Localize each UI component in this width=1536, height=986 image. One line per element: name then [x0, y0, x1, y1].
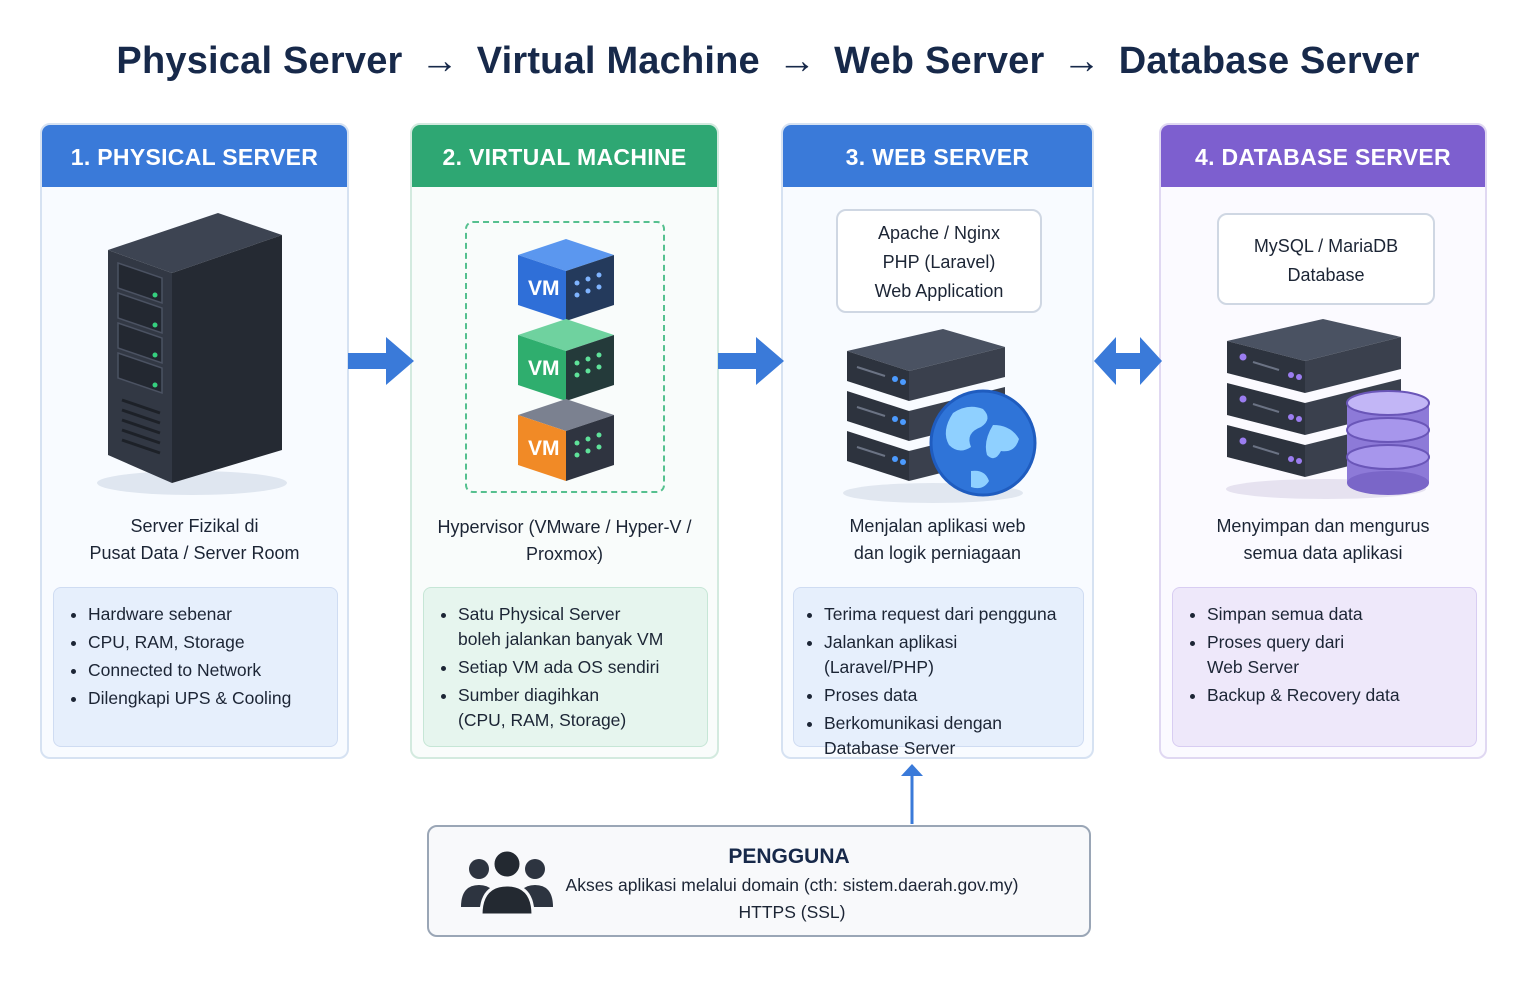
- page-title: Physical Server → Virtual Machine → Web Serv…: [0, 40, 1536, 83]
- caption-line: Hypervisor (VMware / Hyper-V /: [437, 517, 692, 537]
- arrow-up-icon: [901, 764, 923, 824]
- database-server-icon: [1226, 319, 1430, 499]
- arrow-right-icon: [718, 337, 784, 385]
- panel-physical-server: 1. PHYSICAL SERVER Server Fizikal di Pus…: [40, 123, 349, 759]
- panel-caption: Server Fizikal di Pusat Data / Server Ro…: [42, 513, 347, 567]
- caption-line: Menjalan aplikasi web: [849, 516, 1026, 536]
- list-item: Setiap VM ada OS sendiri: [458, 655, 695, 680]
- list-item: Connected to Network: [88, 658, 325, 683]
- list-item: Terima request dari pengguna: [824, 602, 1071, 627]
- tag-line: PHP (Laravel): [882, 252, 996, 272]
- panel-database-server: 4. DATABASE SERVER MySQL / MariaDB Datab…: [1159, 123, 1487, 759]
- user-box: PENGGUNA Akses aplikasi melalui domain (…: [427, 825, 1091, 937]
- bullet-box: Hardware sebenar CPU, RAM, Storage Conne…: [53, 587, 338, 747]
- panel-caption: Menjalan aplikasi web dan logik perniaga…: [783, 513, 1092, 567]
- user-title: PENGGUNA: [728, 845, 850, 868]
- list-item: CPU, RAM, Storage: [88, 630, 325, 655]
- caption-line: semua data aplikasi: [1243, 543, 1403, 563]
- list-item: Proses data: [824, 683, 1071, 708]
- caption-line: Server Fizikal di: [130, 516, 259, 536]
- caption-line: Pusat Data / Server Room: [89, 543, 300, 563]
- title-step-web: Web Server: [834, 40, 1045, 82]
- arrow-right-icon: [348, 337, 414, 385]
- tag-line: Database: [1287, 265, 1365, 285]
- caption-line: Proxmox): [525, 544, 603, 564]
- list-item: Backup & Recovery data: [1207, 683, 1464, 708]
- vm-label: VM: [528, 357, 560, 380]
- caption-line: Menyimpan dan mengurus: [1216, 516, 1430, 536]
- tag-line: Web Application: [874, 281, 1004, 301]
- panel-virtual-machine: 2. VIRTUAL MACHINE VM VM VM Hypervisor (: [410, 123, 719, 759]
- panel-caption: Menyimpan dan mengurus semua data aplika…: [1161, 513, 1485, 567]
- panel-header: 3. WEB SERVER: [783, 125, 1092, 187]
- title-arrow-1: →: [420, 40, 459, 82]
- users-icon: [461, 848, 553, 917]
- title-step-physical: Physical Server: [116, 40, 403, 82]
- panel-header: 4. DATABASE SERVER: [1161, 125, 1485, 187]
- list-item: Simpan semua data: [1207, 602, 1464, 627]
- panel-web-server: 3. WEB SERVER Apache / Nginx PHP (Larave…: [781, 123, 1094, 759]
- title-step-vm: Virtual Machine: [476, 40, 760, 82]
- list-item: Sumber diagihkan(CPU, RAM, Storage): [458, 683, 695, 733]
- arrow-bidirectional-icon: [1094, 337, 1162, 385]
- caption-line: dan logik perniagaan: [853, 543, 1022, 563]
- vm-label: VM: [528, 277, 560, 300]
- vm-container: [465, 221, 665, 493]
- panel-header: 1. PHYSICAL SERVER: [42, 125, 347, 187]
- list-item: Dilengkapi UPS & Cooling: [88, 686, 325, 711]
- list-item: Jalankan aplikasi (Laravel/PHP): [824, 630, 1071, 680]
- vm-stack-icon: VM VM VM: [518, 239, 614, 481]
- tag-line: MySQL / MariaDB: [1253, 236, 1399, 256]
- panel-header: 2. VIRTUAL MACHINE: [412, 125, 717, 187]
- vm-label: VM: [528, 437, 560, 460]
- title-step-db: Database Server: [1118, 40, 1420, 82]
- list-item: Hardware sebenar: [88, 602, 325, 627]
- title-arrow-3: →: [1062, 40, 1101, 82]
- title-arrow-2: →: [777, 40, 817, 82]
- user-protocol: HTTPS (SSL): [738, 902, 846, 922]
- server-tower-icon: [97, 213, 287, 495]
- user-description: Akses aplikasi melalui domain (cth: sist…: [565, 875, 1019, 895]
- tag-line: Apache / Nginx: [877, 223, 1001, 243]
- panel-caption: Hypervisor (VMware / Hyper-V / Proxmox): [412, 514, 717, 568]
- web-stack-tag: Apache / Nginx PHP (Laravel) Web Applica…: [836, 209, 1042, 313]
- bullet-box: Terima request dari pengguna Jalankan ap…: [793, 587, 1084, 757]
- database-tag: MySQL / MariaDB Database: [1217, 213, 1435, 305]
- web-server-globe-icon: [843, 329, 1037, 503]
